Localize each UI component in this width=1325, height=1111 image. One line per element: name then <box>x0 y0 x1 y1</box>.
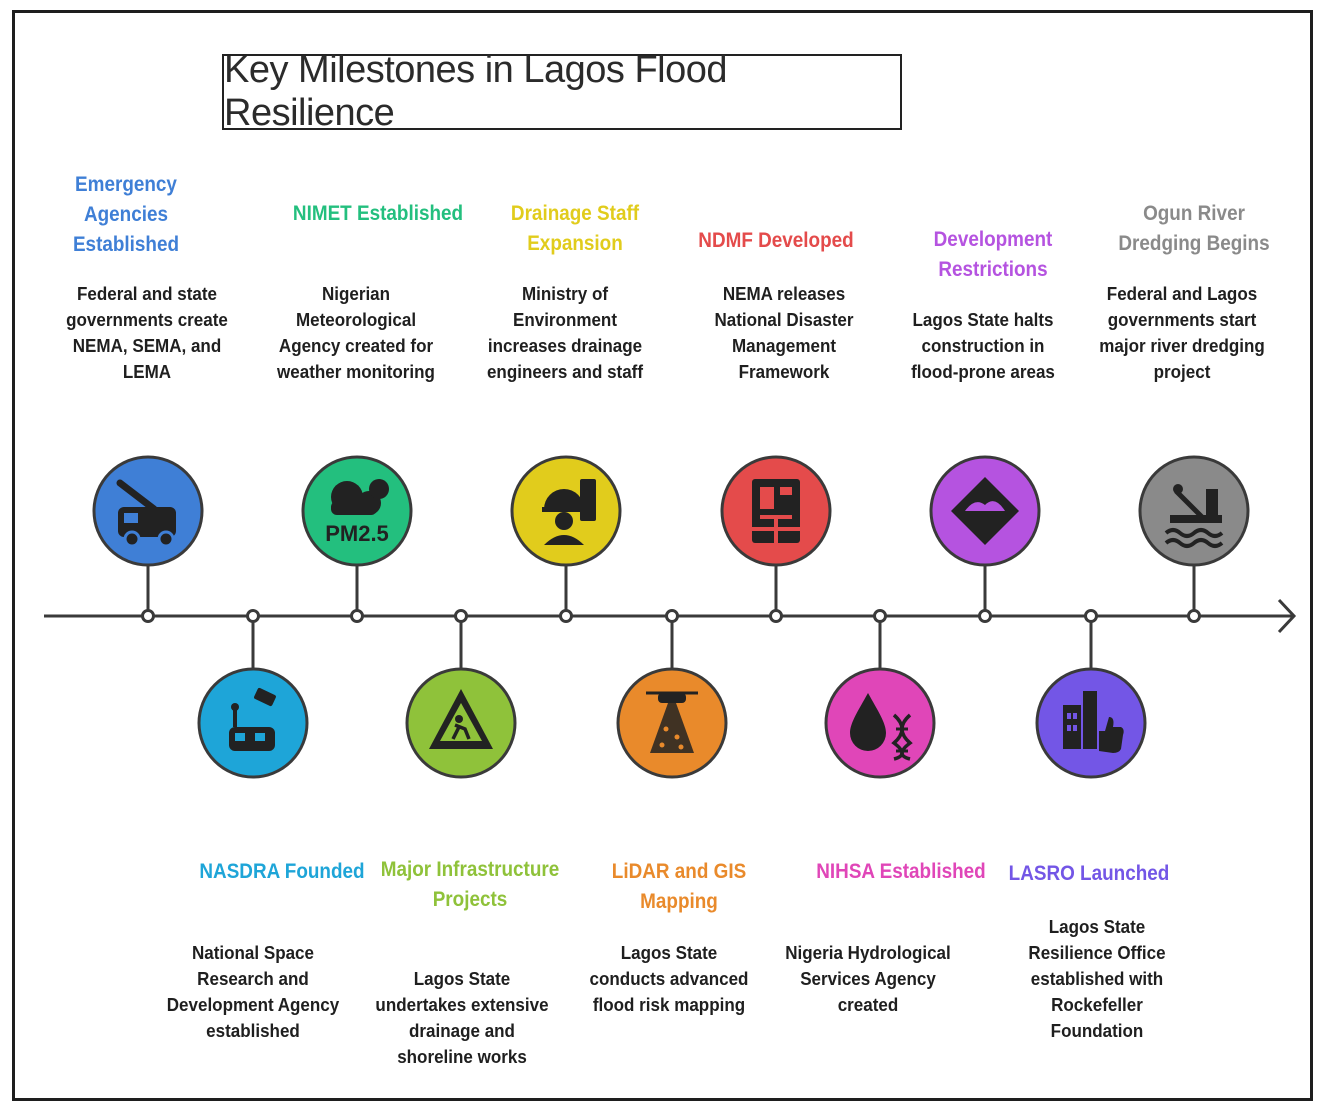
milestone-title-8: NIHSA Established <box>816 860 986 883</box>
milestone-node-6 <box>616 609 728 779</box>
milestone-node-10 <box>1035 609 1147 779</box>
milestone-node-3: PM2.5 <box>301 455 413 623</box>
diagram-frame <box>12 10 1313 1101</box>
milestone-description-9: Lagos State halts construction in flood-… <box>911 309 1055 382</box>
timeline-dot <box>559 609 573 623</box>
svg-text:PM2.5: PM2.5 <box>325 521 389 546</box>
milestone-node-4 <box>405 609 517 779</box>
milestone-circle <box>197 667 309 779</box>
milestone-title-6: LiDAR and GIS Mapping <box>611 860 747 913</box>
lidar-drone-icon <box>646 691 698 753</box>
water-drop-dna-icon <box>850 693 913 761</box>
milestone-description-1: Federal and state governments create NEM… <box>66 283 228 382</box>
title-box: Key Milestones in Lagos Flood Resilience <box>222 49 902 134</box>
milestone-node-11 <box>1138 455 1250 623</box>
milestone-title-4: Major Infrastructure Projects <box>380 858 560 911</box>
milestone-description-2: National Space Research and Development … <box>166 942 340 1041</box>
milestone-description-3: Nigerian Meteorological Agency created f… <box>277 283 435 382</box>
timeline-dot <box>1084 609 1098 623</box>
milestone-title-10: LASRO Launched <box>1008 862 1170 885</box>
city-thumbs-up-icon <box>1063 691 1124 753</box>
milestone-description-10: Lagos State Resilience Office establishe… <box>1028 916 1166 1041</box>
timeline-dot <box>246 609 260 623</box>
milestone-node-2 <box>197 609 309 779</box>
engineer-icon <box>542 479 596 545</box>
milestone-node-5 <box>510 455 622 623</box>
timeline-dot <box>1187 609 1201 623</box>
milestone-description-11: Federal and Lagos governments start majo… <box>1099 283 1265 382</box>
satellite-rover-icon <box>229 687 276 751</box>
milestone-title-1: Emergency Agencies Established <box>72 173 180 256</box>
fire-truck-icon <box>116 479 176 548</box>
milestone-description-5: Ministry of Environment increases draina… <box>486 283 644 382</box>
milestone-nodes: PM2.5 <box>92 455 1250 779</box>
diagram-title: Key Milestones in Lagos Flood Resilience <box>224 49 728 134</box>
cloud-pm25-icon: PM2.5 <box>325 479 389 546</box>
milestone-title-11: Ogun River Dredging Begins <box>1118 202 1270 255</box>
timeline-dot <box>141 609 155 623</box>
milestone-title-3: NIMET Established <box>292 202 464 225</box>
framework-document-icon <box>752 479 800 543</box>
milestone-title-9: Development Restrictions <box>933 228 1053 281</box>
milestone-title-7: NDMF Developed <box>698 229 854 252</box>
dredger-icon <box>1164 484 1224 548</box>
milestone-title-2: NASDRA Founded <box>199 860 365 883</box>
milestone-title-5: Drainage Staff Expansion <box>510 202 640 255</box>
timeline-dot <box>350 609 364 623</box>
timeline-dot <box>978 609 992 623</box>
milestone-description-8: Nigeria Hydrological Services Agency cre… <box>785 942 951 1015</box>
milestone-description-4: Lagos State undertakes extensive drainag… <box>375 968 549 1067</box>
milestone-node-1 <box>92 455 204 623</box>
timeline-arrowhead <box>1277 598 1297 634</box>
construction-sign-icon <box>429 689 493 749</box>
milestone-node-8 <box>824 609 936 779</box>
milestone-description-7: NEMA releases National Disaster Manageme… <box>714 283 854 382</box>
milestone-node-7 <box>720 455 832 623</box>
timeline-dot <box>665 609 679 623</box>
restriction-sign-icon <box>951 477 1019 545</box>
timeline-dot <box>454 609 468 623</box>
milestone-node-9 <box>929 455 1041 623</box>
timeline-dot <box>769 609 783 623</box>
milestone-description-6: Lagos State conducts advanced flood risk… <box>589 942 749 1015</box>
timeline-dot <box>873 609 887 623</box>
